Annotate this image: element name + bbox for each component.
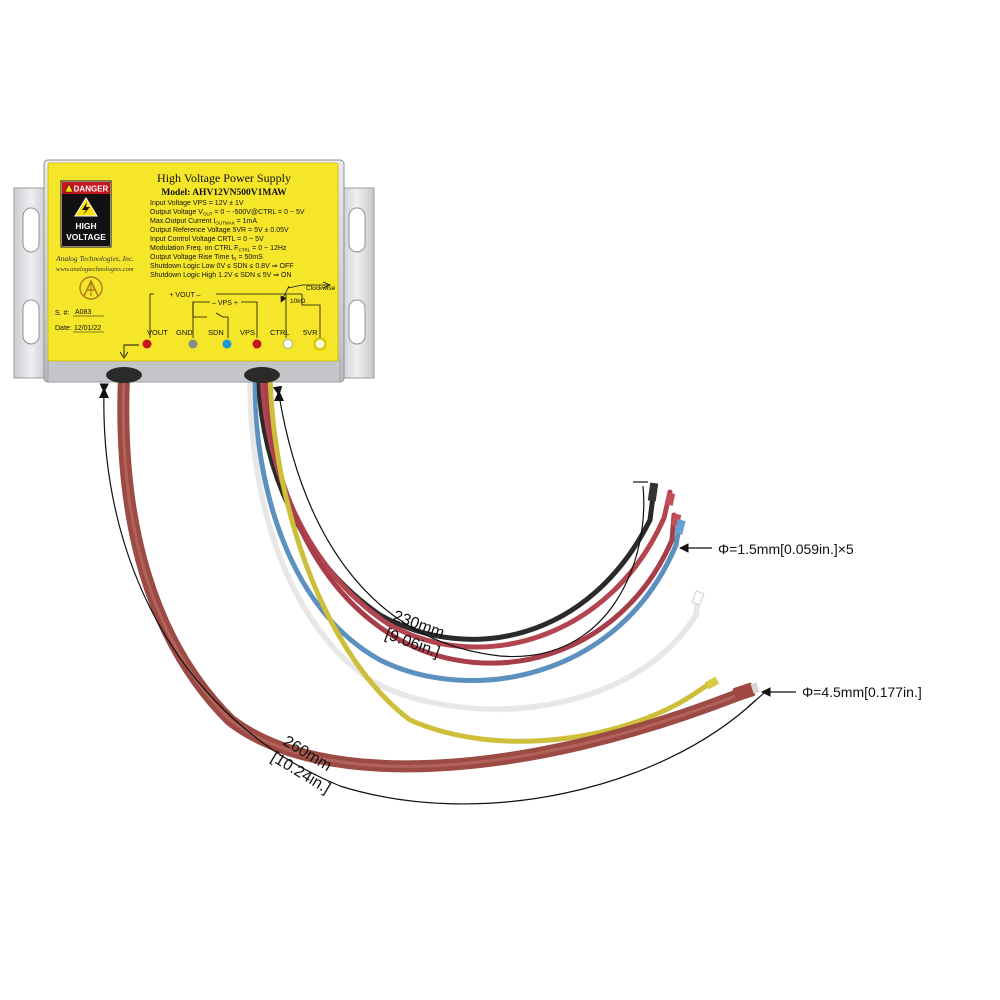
white-wire-outline (247, 374, 701, 712)
spec-output-voltage: Output Voltage VOUT = 0 ~ -500V@CTRL = 0… (150, 209, 305, 217)
spec-max-current: Max.Output Current IOUTMAX = 1mA (150, 218, 257, 226)
terminal-sdn (222, 339, 232, 349)
thick-vout-wire-highlight (121, 375, 739, 768)
schematic-vout: + VOUT – (169, 292, 200, 299)
vout-grommet (106, 367, 142, 383)
right-slot-bottom (348, 299, 366, 345)
thin-wire-ends (647, 482, 720, 690)
company-logo-icon (79, 276, 103, 300)
terminal-vps (252, 339, 262, 349)
dim-260-start-arrow (99, 387, 109, 398)
schematic-vps: – VPS + (212, 300, 238, 307)
terminal-label-vps: VPS (240, 328, 255, 337)
dimension-lines (99, 383, 796, 805)
danger-sign: DANGER HIGH VOLTAGE (60, 180, 112, 248)
label-background (47, 162, 339, 362)
yellow-wire (267, 374, 715, 744)
black-wire (255, 372, 657, 642)
company-name: Analog Technologies, Inc. (55, 254, 134, 263)
blue-wire (251, 374, 683, 684)
dim-230-start-arrow (274, 390, 284, 401)
dimension-230-arc (272, 385, 645, 658)
thick-wire-tip (750, 682, 760, 694)
company-website: www.analogtechnologies.com (56, 266, 134, 273)
spec-list: Input Voltage VPS = 12V ± 1V Output Volt… (150, 200, 305, 279)
terminal-ctrl (283, 339, 293, 349)
danger-header: DANGER (74, 185, 109, 194)
housing-bottom-face (47, 359, 341, 383)
spec-shutdown-high: Shutdown Logic High 1.2V ≤ SDN ≤ 5V ⇒ ON (150, 272, 292, 279)
product-label: DANGER HIGH VOLTAGE High Voltage Power S… (47, 162, 339, 362)
thick-diameter-label: Φ=4.5mm[0.177in.] (802, 684, 922, 700)
right-slot-top (348, 207, 366, 253)
terminal-label-vout: VOUT (147, 328, 168, 337)
terminal-5vr (313, 337, 327, 351)
terminals (142, 337, 327, 351)
left-slot-bottom (22, 299, 40, 345)
label-title: High Voltage Power Supply (157, 171, 291, 185)
warning-triangle-icon (64, 183, 74, 193)
dimension-260-arc (99, 383, 757, 805)
white-wire (247, 374, 701, 712)
left-slot-top (22, 207, 40, 253)
wiring-schematic (149, 281, 332, 338)
danger-line-2: VOLTAGE (66, 232, 106, 242)
thin-diameter-label: Φ=1.5mm[0.059in.]×5 (718, 541, 854, 557)
schematic-pot: 10kΩ (290, 298, 305, 305)
thick-wire-end (732, 682, 756, 702)
danger-line-1: HIGH (75, 221, 96, 231)
spec-modulation-freq: Modulation Freq. on CTRL FCTRL = 0 ~ 12H… (150, 245, 287, 253)
label-model: Model: AHV12VN500V1MAW (161, 188, 287, 198)
signal-grommet (244, 367, 280, 383)
terminal-label-ctrl: CTRL (270, 328, 290, 337)
lightning-bolt-icon (82, 202, 90, 215)
date-label: Date: (55, 325, 72, 332)
spec-shutdown-low: Shutdown Logic Low 0V ≤ SDN ≤ 0.8V ⇒ OFF (150, 263, 294, 270)
terminal-label-gnd: GND (176, 328, 193, 337)
schematic-clockwise: Clockwise (306, 285, 336, 292)
spec-input-voltage: Input Voltage VPS = 12V ± 1V (150, 200, 244, 207)
terminal-vout (142, 339, 152, 349)
thin-wire-bundle (247, 372, 715, 744)
terminal-label-5vr: 5VR (303, 328, 318, 337)
spec-reference-voltage: Output Reference Voltage 5VR = 5V ± 0.05… (150, 227, 289, 234)
serial-value: A083 (75, 309, 91, 316)
terminal-gnd (188, 339, 198, 349)
spec-rise-time: Output Voltage Rise Time tR = 50mS (150, 254, 263, 262)
serial-label: S. #: (55, 310, 69, 317)
output-arrow-icon (119, 344, 139, 359)
terminal-label-sdn: SDN (208, 328, 224, 337)
thick-vout-wire (117, 375, 741, 773)
spec-control-voltage: Input Control Voltage CRTL = 0 ~ 5V (150, 236, 264, 243)
date-value: 12/01/22 (74, 325, 101, 332)
